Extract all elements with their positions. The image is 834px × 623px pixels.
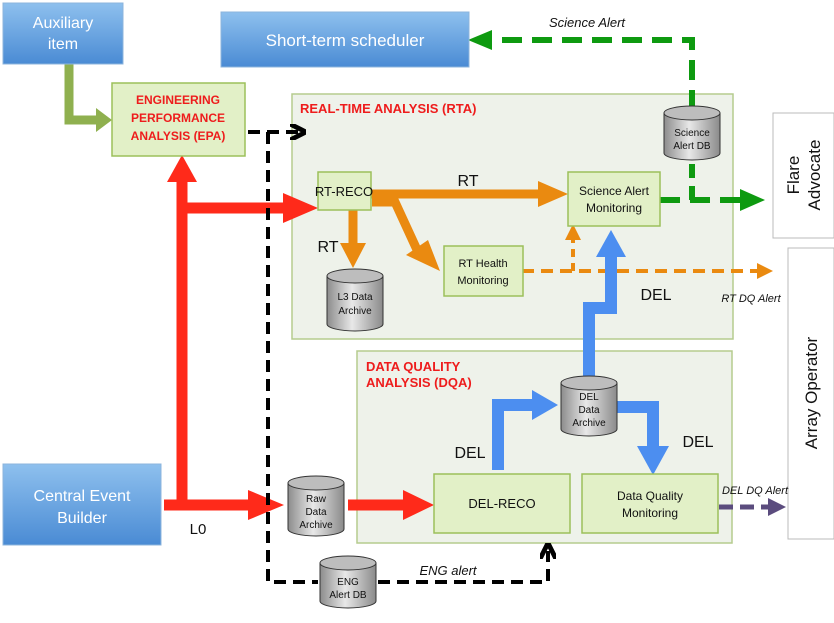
- eng-alert-label: ENG alert: [419, 563, 477, 578]
- l0-label: L0: [190, 521, 207, 538]
- eng-alert-db-cylinder: ENG Alert DB: [319, 555, 377, 609]
- flare-advocate-label-2: Advocate: [805, 140, 824, 211]
- dqa-title-1: DATA QUALITY: [366, 359, 461, 374]
- science-alert-db-cylinder: Science Alert DB: [663, 105, 721, 161]
- del-upper-label: DEL: [640, 287, 671, 304]
- scheduler-box: [220, 11, 470, 68]
- scheduler-label: Short-term scheduler: [266, 31, 425, 50]
- epa-label-1: ENGINEERING: [136, 93, 220, 107]
- svg-text:ENG: ENG: [337, 577, 359, 588]
- rt-top-label: RT: [457, 173, 478, 190]
- del-reco-label: DEL-RECO: [468, 496, 535, 511]
- raw-archive-cylinder: Raw Data Archive: [287, 475, 345, 537]
- l3-archive-cylinder: L3 Data Archive: [326, 268, 384, 332]
- svg-text:Data: Data: [578, 405, 600, 416]
- array-operator-box: [787, 247, 834, 540]
- rtreco-to-rthealth-arrow: [372, 197, 423, 254]
- eng-alert-to-dqa-arrow: [378, 551, 548, 584]
- science-alert-monitoring-box: [567, 171, 661, 227]
- svg-text:L3 Data: L3 Data: [337, 292, 372, 303]
- dq-monitoring-label-1: Data Quality: [617, 489, 683, 503]
- science-alert-flow-label: Science Alert: [549, 15, 626, 30]
- del-reco-box: [433, 473, 571, 534]
- epa-label-3: ANALYSIS (EPA): [131, 129, 226, 143]
- dq-monitoring-box: [581, 473, 719, 534]
- central-event-builder-label-1: Central Event: [34, 488, 131, 505]
- rta-title: REAL-TIME ANALYSIS (RTA): [300, 101, 476, 116]
- epa-label-2: PERFORMANCE: [131, 111, 225, 125]
- flare-advocate-box: [772, 112, 834, 239]
- rt-reco-label: RT-RECO: [315, 184, 373, 199]
- rt-reco-box: [317, 171, 372, 211]
- central-event-builder-box: [2, 463, 162, 546]
- svg-text:Data: Data: [305, 507, 327, 518]
- flare-advocate-label-1: Flare: [784, 156, 803, 195]
- svg-text:Alert DB: Alert DB: [329, 590, 367, 601]
- auxiliary-item-box: [2, 2, 124, 65]
- dqa-title-2: ANALYSIS (DQA): [366, 375, 472, 390]
- del-left-label: DEL: [454, 445, 485, 462]
- array-operator-label: Array Operator: [802, 336, 821, 449]
- central-event-builder-label-2: Builder: [57, 510, 107, 527]
- svg-text:DEL: DEL: [579, 392, 599, 403]
- epa-box: [111, 82, 246, 157]
- rt-health-label-1: RT Health: [458, 258, 507, 270]
- science-alert-to-scheduler-arrow: [488, 37, 695, 110]
- rt-left-label: RT: [317, 239, 338, 256]
- svg-text:Archive: Archive: [338, 306, 372, 317]
- svg-text:Raw: Raw: [306, 494, 327, 505]
- rt-dq-alert-label: RT DQ Alert: [721, 293, 781, 305]
- del-archive-to-science-alert-arrow: [583, 255, 617, 378]
- svg-text:Science: Science: [674, 128, 710, 139]
- rt-health-box: [443, 245, 524, 297]
- science-alert-monitoring-label-1: Science Alert: [579, 184, 650, 198]
- svg-text:Archive: Archive: [299, 520, 333, 531]
- svg-text:Alert DB: Alert DB: [673, 141, 711, 152]
- del-archive-to-dq-monitoring-arrow: [614, 401, 659, 448]
- auxiliary-to-epa-arrow: [64, 64, 98, 125]
- svg-text:Archive: Archive: [572, 418, 606, 429]
- dq-monitoring-label-2: Monitoring: [622, 506, 678, 520]
- del-dq-alert-label: DEL DQ Alert: [722, 485, 789, 497]
- del-right-label: DEL: [682, 434, 713, 451]
- rt-health-label-2: Monitoring: [457, 275, 508, 287]
- del-archive-cylinder: DEL Data Archive: [560, 375, 618, 437]
- science-alert-monitoring-label-2: Monitoring: [586, 201, 642, 215]
- delreco-to-del-archive-arrow: [492, 399, 534, 470]
- eng-dashed-line: [266, 132, 318, 584]
